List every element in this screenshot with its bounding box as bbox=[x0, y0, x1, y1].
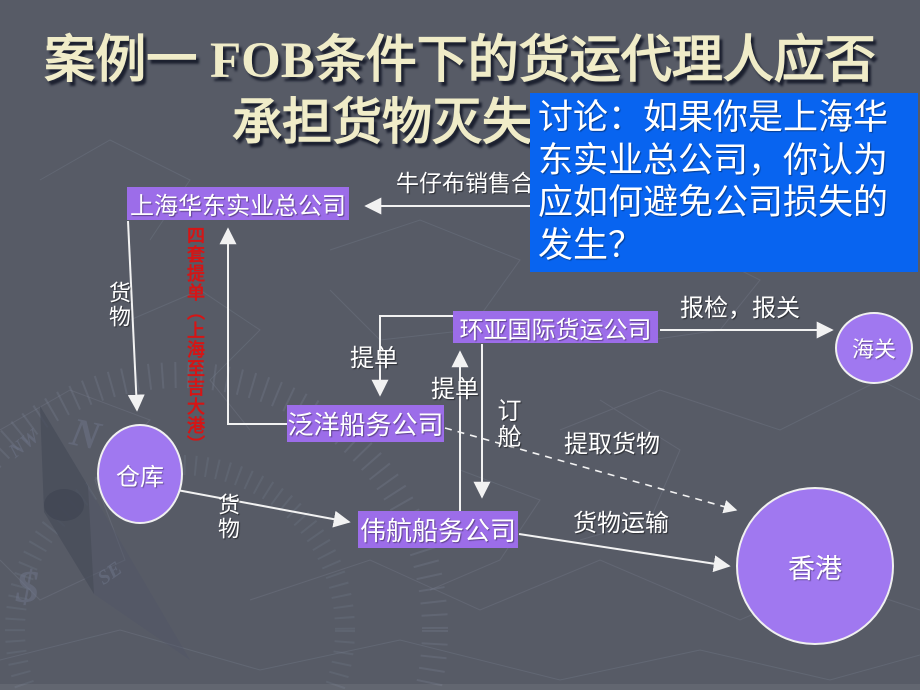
label-customs-declare: 报检，报关 bbox=[680, 296, 800, 322]
label-pickup: 提取货物 bbox=[564, 432, 660, 458]
edge-goods-to-weihang-arrow bbox=[176, 489, 351, 528]
node-hongkong: 香港 bbox=[736, 487, 894, 645]
edge-transport-arrow bbox=[518, 533, 731, 573]
label-goods-left: 货物 bbox=[106, 281, 131, 329]
svg-text:$: $ bbox=[15, 561, 39, 612]
label-four-bl: 四套提单（上海至吉大港） bbox=[185, 226, 205, 454]
edge-goods-to-warehouse-arrow bbox=[127, 220, 145, 412]
edge-four-bl-arrow bbox=[219, 227, 288, 425]
node-weihang-shipping: 伟航船务公司 bbox=[358, 511, 518, 548]
label-booking: 订舱 bbox=[493, 398, 519, 450]
node-shanghai-company: 上海华东实业总公司 bbox=[127, 187, 349, 220]
edge-pickup-dashed-arrow bbox=[444, 427, 738, 514]
label-goods-bottom: 货物 bbox=[215, 493, 240, 541]
slide-title-line2: 承担货物灭失 bbox=[232, 94, 532, 150]
node-customs: 海关 bbox=[835, 312, 913, 384]
compass-tick-rings bbox=[0, 362, 448, 690]
label-contract: 牛仔布销售合 bbox=[396, 171, 534, 196]
slide-title-line1: 案例一 FOB条件下的货运代理人应否 bbox=[44, 33, 876, 89]
bottom-edge-band bbox=[0, 684, 920, 690]
node-fanyang-shipping: 泛洋船务公司 bbox=[287, 405, 444, 442]
compass-needle bbox=[40, 406, 190, 660]
discussion-callout: 讨论：如果你是上海华东实业总公司，你认为应如何避免公司损失的发生？ bbox=[530, 93, 918, 272]
node-huanya-forwarder: 环亚国际货运公司 bbox=[453, 311, 658, 344]
edge-bl-to-fanyang-arrow bbox=[371, 315, 453, 397]
label-bl-2: 提单 bbox=[431, 377, 479, 403]
label-bl-1: 提单 bbox=[350, 346, 398, 372]
node-warehouse: 仓库 bbox=[97, 424, 183, 524]
label-transport: 货物运输 bbox=[573, 511, 669, 537]
